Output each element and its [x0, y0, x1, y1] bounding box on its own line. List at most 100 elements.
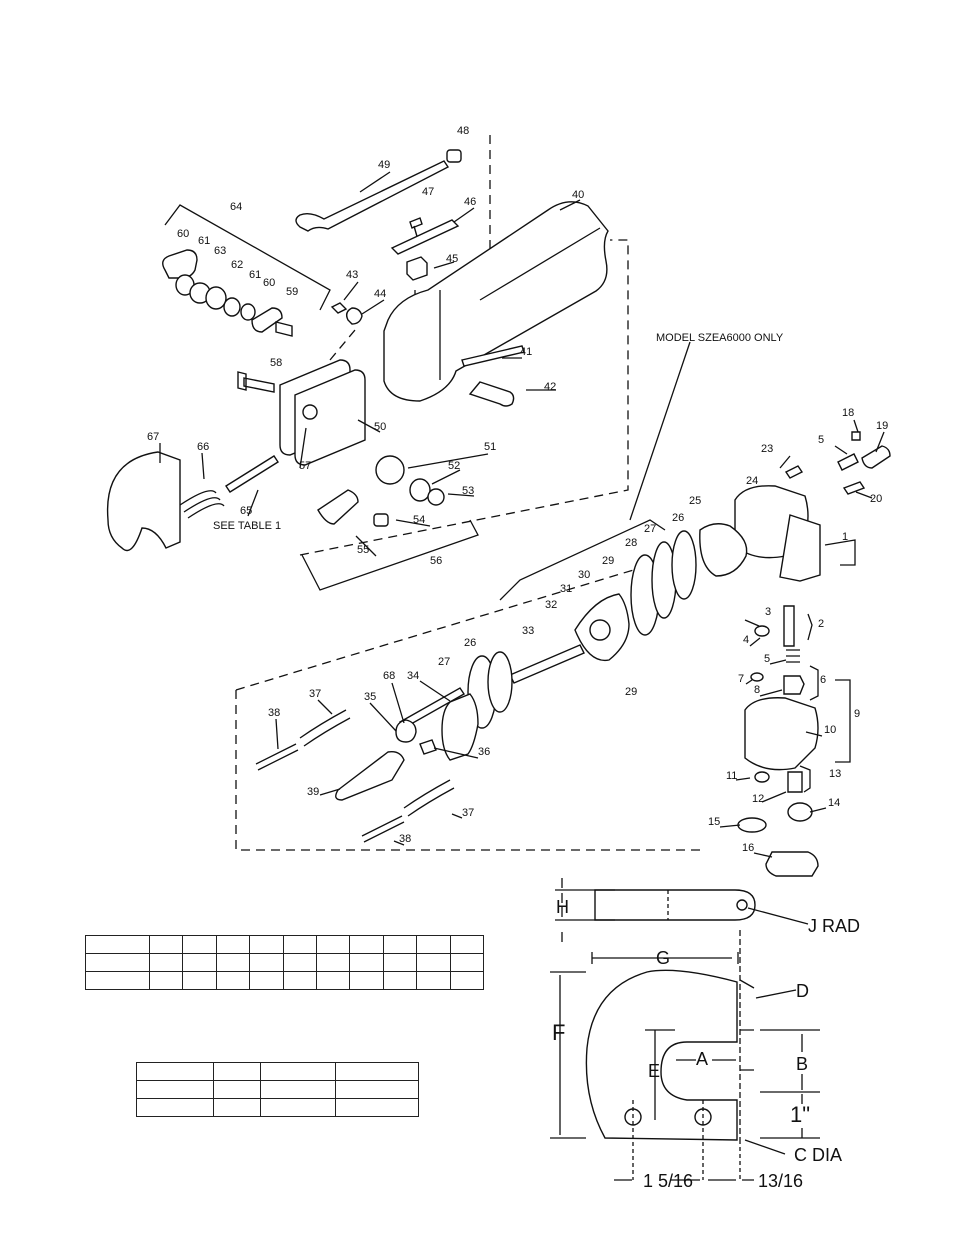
part-label: 48 [457, 125, 469, 137]
part-label: 60 [177, 228, 189, 240]
part-label: 19 [876, 420, 888, 432]
leader-lines [159, 171, 885, 858]
part-label: 33 [522, 625, 534, 637]
part-label: 7 [738, 673, 744, 685]
piston-assembly [255, 519, 697, 843]
dim-A-label: A [696, 1049, 708, 1069]
part-label: 23 [761, 443, 773, 455]
part-label: 2 [818, 618, 824, 630]
part-label: 10 [824, 724, 836, 736]
see-table-note: SEE TABLE 1 [213, 520, 281, 532]
dim-C-label: C DIA [794, 1145, 842, 1165]
part-label: 46 [464, 196, 476, 208]
part-label: 52 [448, 460, 460, 472]
part-label: 14 [828, 797, 840, 809]
dim-J-label: J RAD [808, 916, 860, 936]
part-label: 56 [430, 555, 442, 567]
part-label: 24 [746, 475, 758, 487]
part-label: 62 [231, 259, 243, 271]
part-label: 32 [545, 599, 557, 611]
part-label: 49 [378, 159, 390, 171]
valve-group [629, 341, 891, 877]
part-label: 60 [263, 277, 275, 289]
dim-D-label: D [796, 981, 809, 1001]
part-label: 61 [198, 235, 210, 247]
part-label: 30 [578, 569, 590, 581]
part-label: 64 [230, 201, 242, 213]
dimension-drawing: H J RAD G D F E A B 1" C DIA 1 5/16 13/1… [550, 878, 860, 1191]
part-label: 5 [764, 653, 770, 665]
part-label: 27 [438, 656, 450, 668]
part-label: 35 [364, 691, 376, 703]
model-note: MODEL SZEA6000 ONLY [656, 332, 784, 344]
part-label: 58 [270, 357, 282, 369]
part-label: 25 [689, 495, 701, 507]
part-label: 29 [625, 686, 637, 698]
upper-assembly [106, 149, 609, 591]
part-label: 39 [307, 786, 319, 798]
table-1 [85, 935, 485, 990]
part-label: 28 [625, 537, 637, 549]
dim-H-label: H [556, 897, 569, 917]
part-label: 41 [520, 346, 532, 358]
part-label: 42 [544, 381, 556, 393]
part-label: 4 [743, 634, 749, 646]
table-row [85, 971, 485, 990]
table-row [136, 1080, 419, 1099]
part-label: 51 [484, 441, 496, 453]
part-label: 18 [842, 407, 854, 419]
part-label: 68 [383, 670, 395, 682]
part-label: 66 [197, 441, 209, 453]
part-label: 20 [870, 493, 882, 505]
dim-1in-label: 1" [790, 1102, 810, 1127]
dim-E-label: E [648, 1061, 660, 1081]
part-label: 43 [346, 269, 358, 281]
table-row [136, 1098, 419, 1117]
part-label: 50 [374, 421, 386, 433]
part-label: 47 [422, 186, 434, 198]
part-label: 29 [602, 555, 614, 567]
part-label: 45 [446, 253, 458, 265]
part-label: 57 [299, 460, 311, 472]
part-label: 13 [829, 768, 841, 780]
part-label: 26 [464, 637, 476, 649]
part-label: 15 [708, 816, 720, 828]
part-label: 55 [357, 544, 369, 556]
part-label: 27 [644, 523, 656, 535]
table-row [85, 935, 485, 954]
part-label: 38 [268, 707, 280, 719]
dim-F-label: F [552, 1020, 565, 1045]
part-label: 63 [214, 245, 226, 257]
part-number-labels: 48 49 47 46 40 64 60 61 63 45 62 61 43 6… [147, 125, 888, 854]
part-label: 61 [249, 269, 261, 281]
part-label: 5 [818, 434, 824, 446]
dim-right-offset-label: 13/16 [758, 1171, 803, 1191]
part-label: 1 [842, 531, 848, 543]
part-label: 67 [147, 431, 159, 443]
dim-B-label: B [796, 1054, 808, 1074]
dim-left-offset-label: 1 5/16 [643, 1171, 693, 1191]
part-label: 9 [854, 708, 860, 720]
part-label: 12 [752, 793, 764, 805]
part-label: 44 [374, 288, 386, 300]
part-label: 6 [820, 674, 826, 686]
part-label: 38 [399, 833, 411, 845]
part-label: 40 [572, 189, 584, 201]
part-label: 34 [407, 670, 419, 682]
part-label: 31 [560, 583, 572, 595]
part-label: 11 [726, 770, 737, 782]
part-label: 16 [742, 842, 754, 854]
part-label: 36 [478, 746, 490, 758]
part-label: 3 [765, 606, 771, 618]
table-2 [136, 1062, 419, 1117]
part-label: 53 [462, 485, 474, 497]
part-label: 59 [286, 286, 298, 298]
table-row [136, 1062, 419, 1081]
part-label: 37 [309, 688, 321, 700]
dim-G-label: G [656, 948, 670, 968]
table-row [85, 953, 485, 972]
part-label: 8 [754, 684, 760, 696]
part-label: 26 [672, 512, 684, 524]
part-label: 37 [462, 807, 474, 819]
